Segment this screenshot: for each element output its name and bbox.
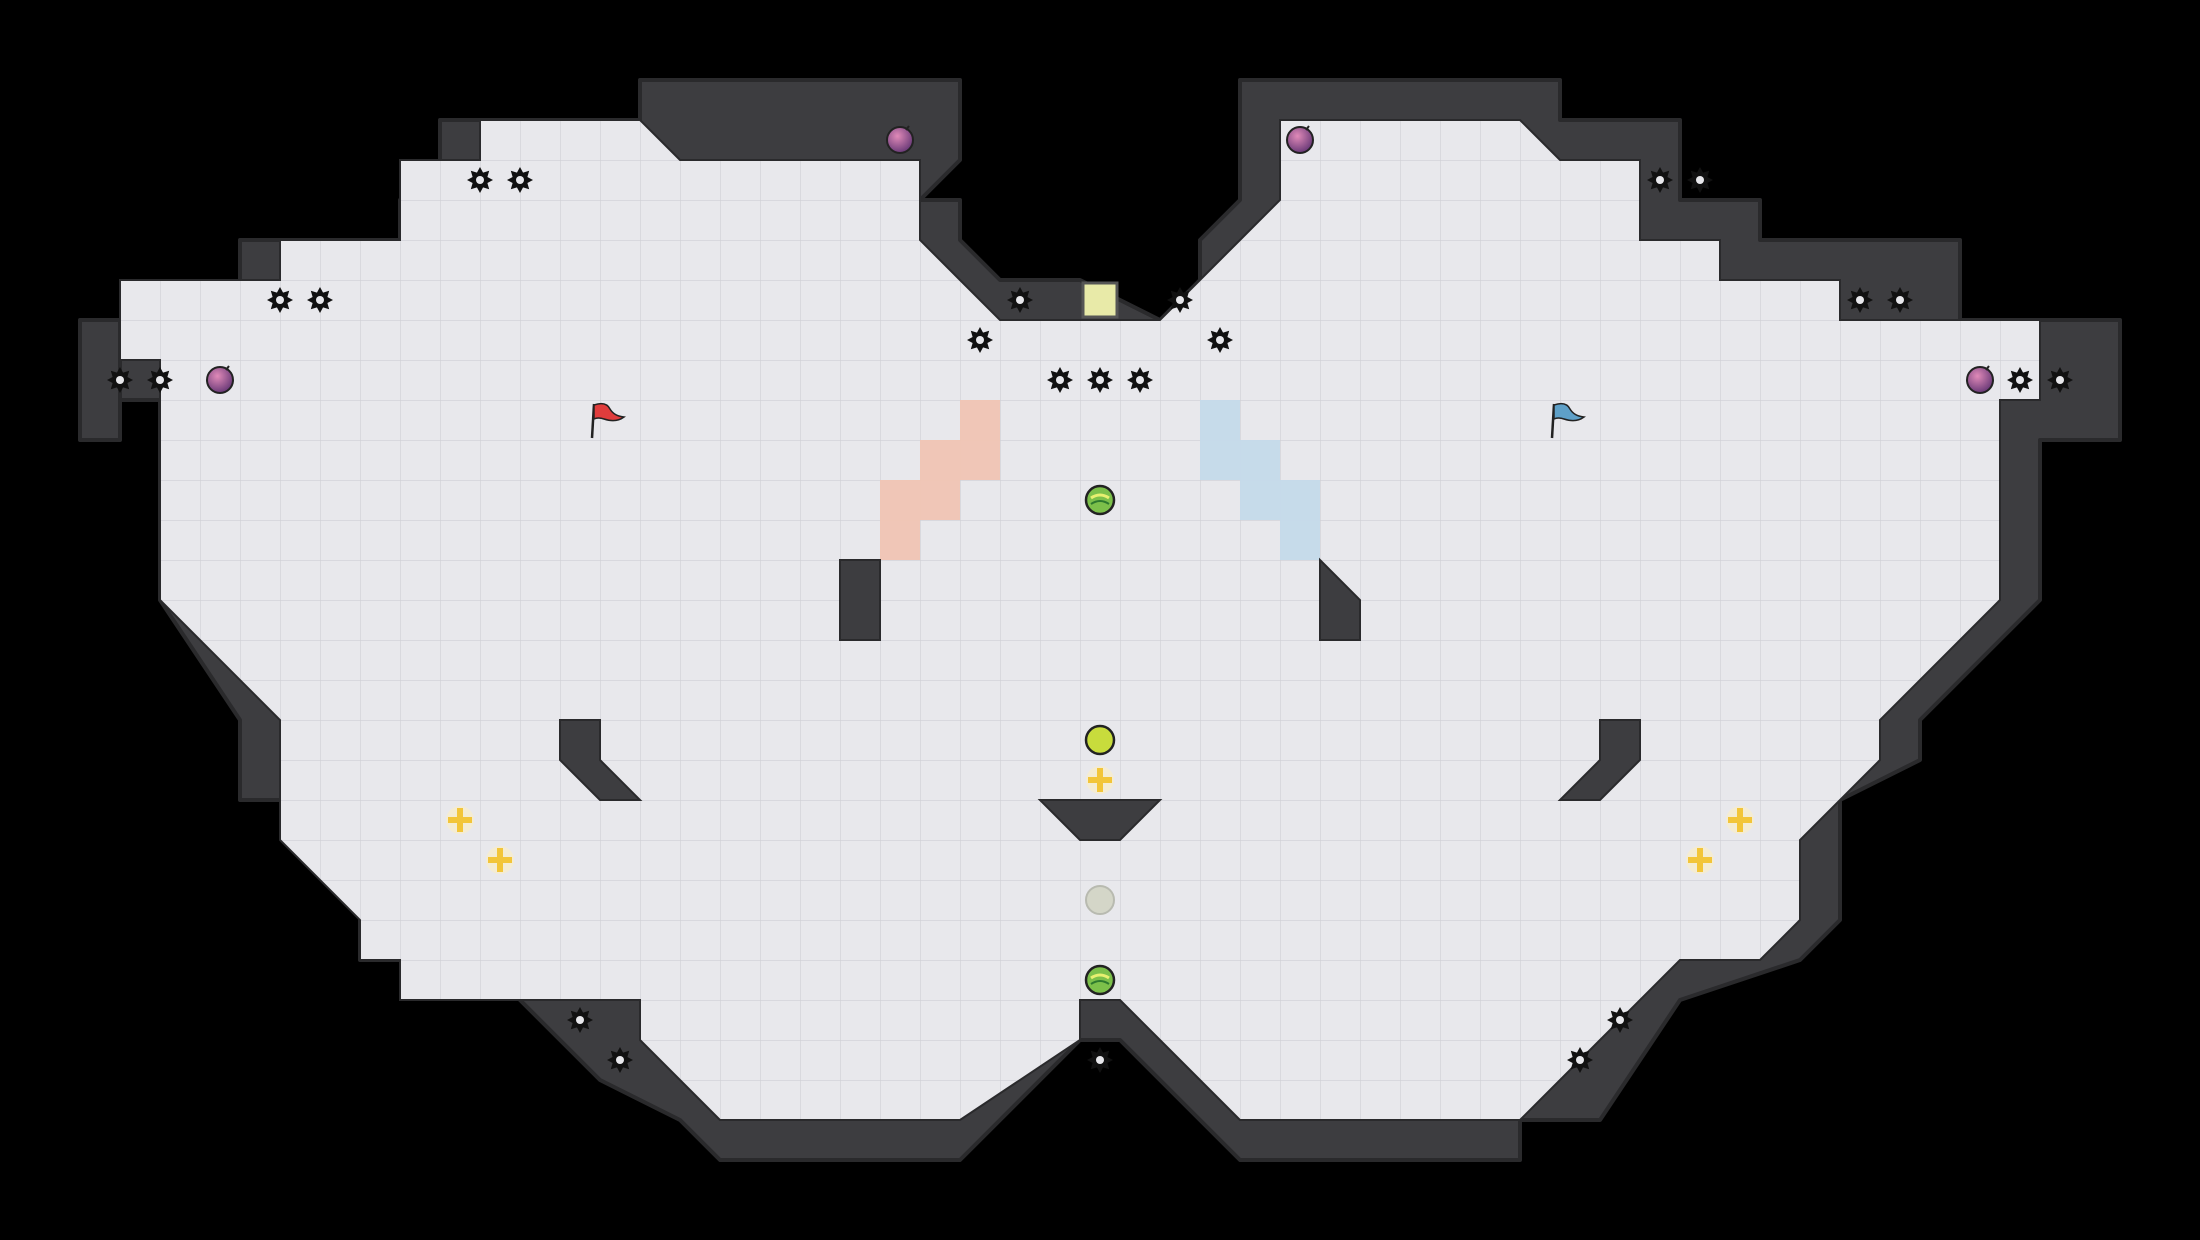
spike-icon — [107, 367, 133, 393]
inner-wall — [1319, 557, 1361, 641]
jukejuice-powerup-icon — [1084, 484, 1116, 516]
inner-walls — [559, 557, 1641, 841]
blue-base-tile — [1280, 480, 1320, 520]
spike-icon — [1167, 287, 1193, 313]
portal-tile — [1081, 281, 1119, 319]
spike-icon — [147, 367, 173, 393]
red-base-tile — [920, 440, 960, 480]
spike-icon — [1847, 287, 1873, 313]
spike-icon — [1007, 287, 1033, 313]
spike-icon — [467, 167, 493, 193]
spike-icon — [1087, 1047, 1113, 1073]
spike-icon — [1047, 367, 1073, 393]
floor-area — [119, 119, 2041, 1121]
red-base-tile — [880, 480, 920, 520]
team-base-zones — [880, 400, 1320, 560]
spike-icon — [567, 1007, 593, 1033]
spike-icon — [967, 327, 993, 353]
inner-wall — [1037, 799, 1163, 841]
spike-icon — [1087, 367, 1113, 393]
inner-wall — [839, 559, 881, 641]
blue-base-tile — [1240, 440, 1280, 480]
spike-icon — [1887, 287, 1913, 313]
spike-icon — [507, 167, 533, 193]
bomb-icon — [1966, 365, 1994, 394]
spike-icon — [1127, 367, 1153, 393]
spike-icon — [1687, 167, 1713, 193]
bomb-icon — [206, 365, 234, 394]
boost-icon — [1726, 806, 1754, 834]
spike-icon — [1567, 1047, 1593, 1073]
boost-icon — [1686, 846, 1714, 874]
inactive-powerup-icon — [1085, 885, 1115, 915]
spike-icon — [607, 1047, 633, 1073]
spike-icon — [2047, 367, 2073, 393]
jukejuice-powerup-icon — [1084, 964, 1116, 996]
spike-icon — [1207, 327, 1233, 353]
red-base-tile — [960, 400, 1000, 440]
blue-base-tile — [1280, 520, 1320, 560]
spike-icon — [307, 287, 333, 313]
blue-flag-icon — [1550, 402, 1586, 439]
spike-icon — [1647, 167, 1673, 193]
map-objects — [107, 125, 2073, 1073]
spike-icon — [2007, 367, 2033, 393]
boost-icon — [446, 806, 474, 834]
red-base-tile — [880, 520, 920, 560]
inner-wall — [1557, 719, 1641, 801]
red-base-tile — [920, 480, 960, 520]
powerup-powerup-icon — [1084, 724, 1116, 756]
boost-icon — [486, 846, 514, 874]
spike-icon — [1607, 1007, 1633, 1033]
inner-wall — [559, 719, 643, 801]
boost-icon — [1086, 766, 1114, 794]
bomb-icon — [1286, 125, 1314, 154]
bomb-icon — [886, 125, 914, 154]
blue-base-tile — [1200, 400, 1240, 440]
red-base-tile — [960, 440, 1000, 480]
red-flag-icon — [590, 402, 626, 439]
spike-icon — [267, 287, 293, 313]
blue-base-tile — [1200, 440, 1240, 480]
blue-base-tile — [1240, 480, 1280, 520]
floor-tiles — [119, 119, 2041, 1121]
